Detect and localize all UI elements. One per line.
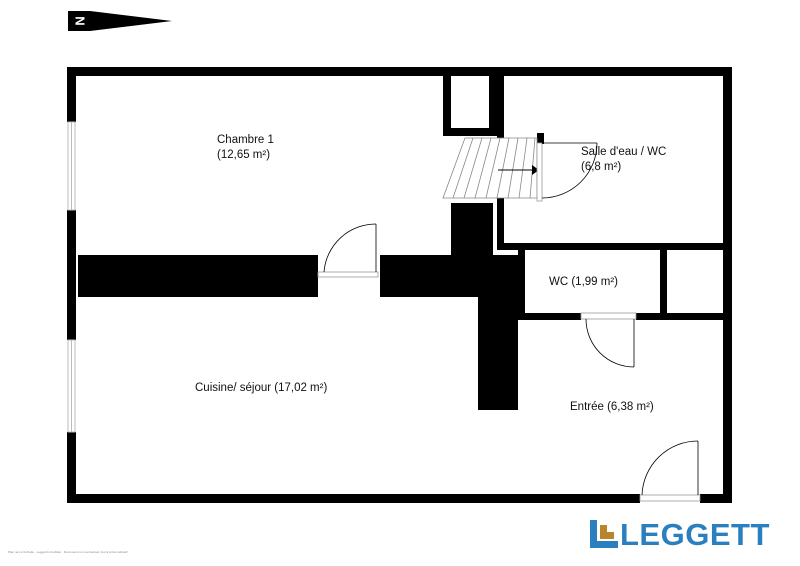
staircase [442,137,538,199]
window-lower [67,339,76,433]
door-wc [580,312,637,368]
room-entree-label: Entrée (6,38 m²) [570,401,654,413]
room-cuisine-label: Cuisine/ séjour (17,02 m²) [195,382,327,394]
brand-name: LEGGETT [620,516,770,552]
door-chambre [317,223,379,278]
leggett-logo: LEGGETT [590,518,770,550]
footer-disclaimer: Plan non à l'échelle · Leggett Immobilie… [8,550,128,554]
door-salle-eau [536,142,598,202]
north-label: N [73,16,88,25]
window-upper [67,121,76,211]
exterior-walls [67,67,732,503]
room-chambre-name: Chambre 1 [217,134,274,146]
door-entree [639,440,701,502]
leggett-logo-icon [590,520,618,548]
room-chambre-area: (12,65 m²) [217,149,270,161]
room-salle-eau-name: Salle d'eau / WC [581,146,666,158]
room-wc-label: WC (1,99 m²) [549,276,618,288]
stair-arrow-icon [532,165,539,175]
interior-walls [78,73,730,410]
room-salle-eau-area: (6,8 m²) [581,161,621,173]
north-arrow-icon: N [68,11,172,31]
